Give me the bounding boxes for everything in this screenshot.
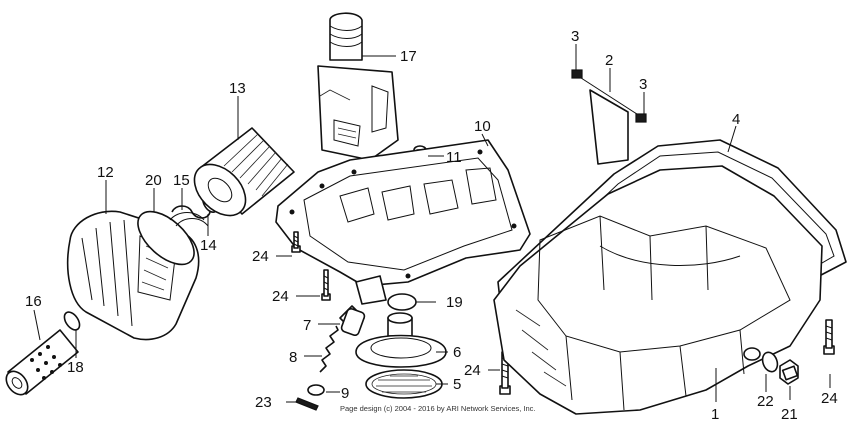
baffle-plate-2 [571,69,647,165]
callout-24c: 24 [464,362,481,379]
oil-strainer-5 [365,369,443,399]
pin-23 [295,397,319,411]
o-ring-20 [137,210,195,266]
callout-6: 6 [453,344,461,361]
callout-3b: 3 [639,76,647,93]
copyright-credit: Page design (c) 2004 - 2016 by ARI Netwo… [340,404,536,413]
oil-pump-plate [275,139,531,305]
drain-plug-21 [779,359,799,385]
bolt-24-right [823,319,835,355]
bolt-24-lower-left [321,269,331,301]
oil-pan [493,165,823,415]
callout-15: 15 [173,172,190,189]
callout-22: 22 [757,393,774,410]
leader-lines [33,44,831,403]
oil-pump-pickup [317,12,399,161]
callout-18: 18 [67,359,84,376]
callout-9: 9 [341,385,349,402]
callout-16: 16 [25,293,42,310]
callout-5: 5 [453,376,461,393]
bolt-24-upper-left [291,231,301,253]
oil-strainer-tube [5,329,79,396]
washer-9 [307,384,325,396]
callout-14: 14 [200,237,217,254]
relief-spring-8 [319,325,339,373]
callout-11: 11 [446,149,462,166]
callout-13: 13 [229,80,246,97]
callout-7: 7 [303,317,311,334]
callout-21: 21 [781,406,798,423]
callout-1: 1 [711,406,719,423]
callout-17: 17 [400,48,417,65]
o-ring-18 [63,311,81,331]
callout-10: 10 [474,118,491,135]
oil-filter-element [193,127,295,217]
washer-22 [761,351,779,373]
callout-20: 20 [145,172,162,189]
callout-24d: 24 [821,390,838,407]
callout-23: 23 [255,394,272,411]
callout-24b: 24 [272,288,289,305]
callouts: 1 2 3 3 4 5 6 7 8 9 10 11 12 13 14 15 16… [25,28,838,423]
callout-19: 19 [446,294,463,311]
oil-screen-6 [355,312,447,368]
callout-3a: 3 [571,28,579,45]
callout-8: 8 [289,349,297,366]
callout-4: 4 [732,111,740,128]
o-ring-19 [387,293,417,311]
callout-2: 2 [605,52,613,69]
callout-24a: 24 [252,248,269,265]
callout-12: 12 [97,164,114,181]
collar-7 [339,305,366,337]
